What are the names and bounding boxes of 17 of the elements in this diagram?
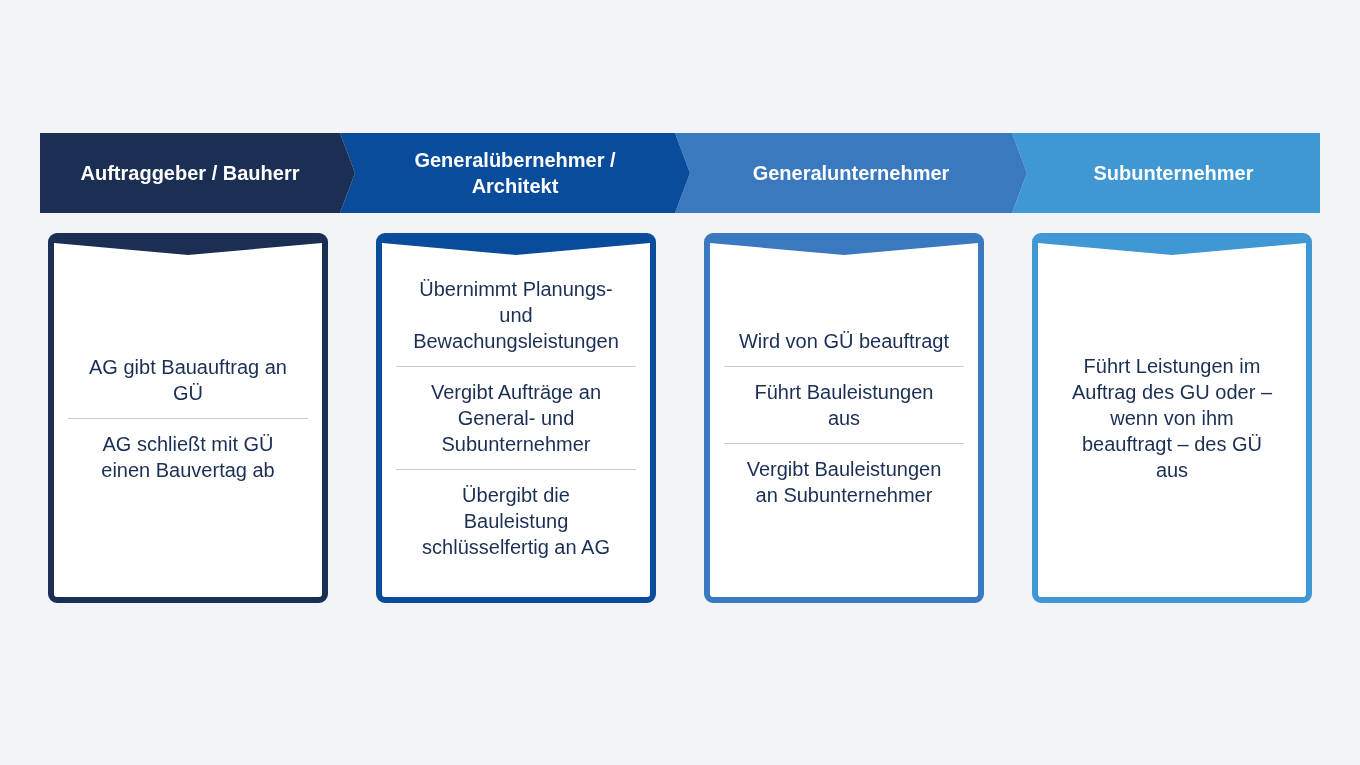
card-text: Vergibt Bauleistungen an Subunternehmer — [745, 457, 943, 508]
card-text: AG schließt mit GÜ einen Bauvertag ab — [100, 431, 276, 483]
card-text: Wird von GÜ beauftragt — [737, 329, 951, 354]
column-heading: Generalunternehmer — [752, 161, 950, 186]
card-text: Vergibt Aufträge an General- und Subunternehmer — [429, 380, 603, 457]
card-text: Übernimmt Planungs- und Bewachungsleistungen — [412, 277, 620, 354]
column-heading: Auftraggeber / Bauherr — [80, 161, 300, 186]
info-card — [704, 233, 984, 603]
column-heading: Subunternehmer — [1093, 161, 1254, 186]
info-card — [376, 233, 656, 603]
card-text: Führt Bauleistungen aus — [753, 380, 935, 431]
card-text: Führt Leistungen im Auftrag des GU oder – wenn von ihm beauftragt – des GÜ aus — [1070, 354, 1274, 483]
column-heading: Generalübernehmer / Architekt — [413, 148, 617, 199]
info-card — [48, 233, 328, 603]
info-card — [1032, 233, 1312, 603]
card-text: Übergibt die Bauleistung schlüsselfertig an AG — [421, 483, 611, 560]
card-text: AG gibt Bauauftrag an GÜ — [88, 354, 288, 406]
